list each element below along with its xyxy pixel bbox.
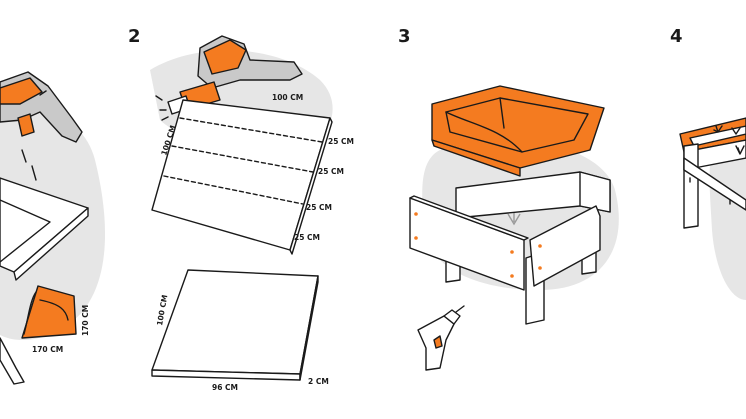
strip-label: 25 CM [318,167,344,176]
step-2-panel: 2 100 CM 100 CM 25 CM 25 CM 25 CM 25 CM … [128,26,354,392]
glue-gun-icon [0,71,83,143]
roll-height-label: 170 CM [81,305,90,336]
cutter-icon [155,35,303,121]
step-4-panel: 4 [670,26,746,300]
strip-label: 25 CM [306,203,332,212]
sheet-thickness [289,117,333,255]
tray-liner [431,85,605,177]
roll-width-label: 170 CM [32,345,63,354]
wood-piece [0,337,25,385]
drill-icon [417,305,465,371]
sheet [151,99,331,251]
planter-table [679,117,746,229]
panel-width-label: 96 CM [212,383,238,392]
board-edge [13,207,89,281]
sheet-width-label: 100 CM [272,93,303,102]
table-frame [409,171,611,325]
step-number: 2 [128,26,141,47]
plant-icon [713,125,745,155]
panel-thickness-label: 2 CM [308,377,329,386]
step-number: 3 [398,26,411,47]
panel-height-label: 100 CM [155,294,169,326]
step-4-backdrop [709,138,746,300]
step-3-panel: 3 [398,26,619,371]
step-1-panel: 170 CM 170 CM [0,71,106,385]
strip-label: 25 CM [328,137,354,146]
screw-icon [21,149,37,181]
strip-label: 25 CM [294,233,320,242]
panel-top [151,269,319,375]
step-number: 4 [670,26,683,47]
